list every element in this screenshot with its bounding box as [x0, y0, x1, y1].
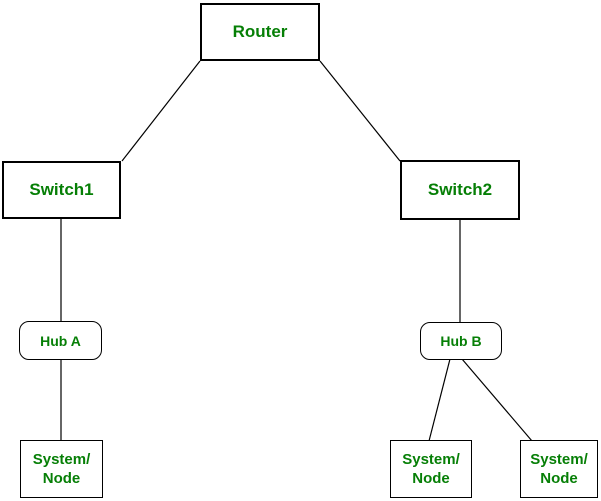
- node-switch2: Switch2: [400, 160, 520, 220]
- edge-hub-b-system-right: [461, 358, 533, 442]
- node-switch1: Switch1: [2, 161, 121, 219]
- node-system-node-right: System/ Node: [520, 440, 598, 498]
- edge-router-switch2: [319, 60, 401, 162]
- node-system-node-left: System/ Node: [20, 440, 103, 498]
- node-hub-b: Hub B: [420, 322, 502, 360]
- node-router: Router: [200, 3, 320, 61]
- edge-hub-b-system-middle: [428, 358, 451, 442]
- node-hub-a: Hub A: [19, 321, 102, 360]
- node-system-node-middle: System/ Node: [390, 440, 472, 498]
- edge-router-switch1: [121, 60, 201, 162]
